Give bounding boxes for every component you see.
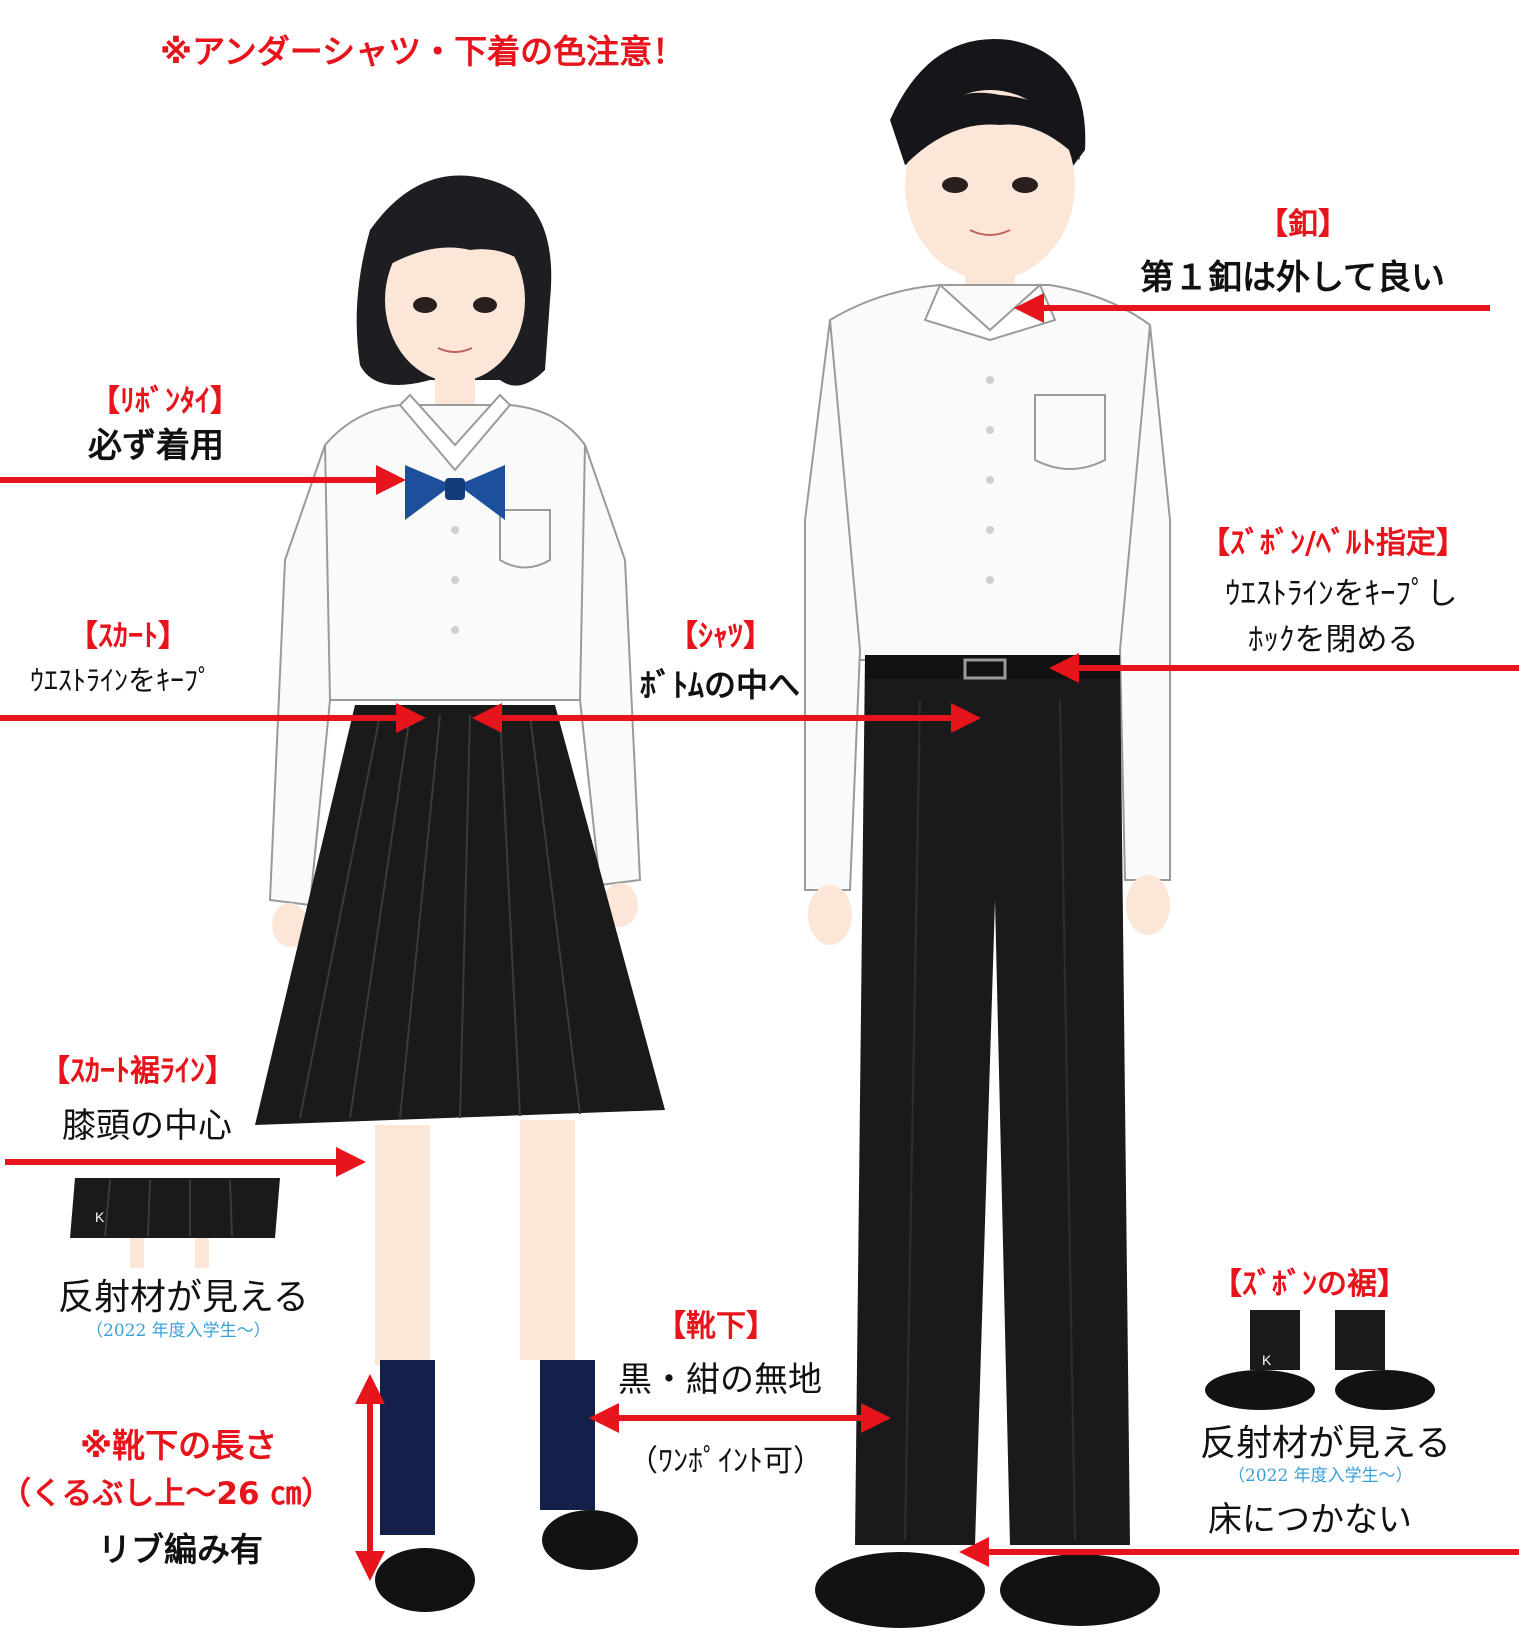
- svg-text:K: K: [1262, 1352, 1272, 1368]
- skirt-title: 【ｽｶｰﾄ】: [68, 619, 188, 654]
- trouser-hem-reflect: 反射材が見える: [1200, 1423, 1451, 1464]
- boy-figure: [804, 39, 1171, 1628]
- socks-title: 【靴下】: [656, 1309, 776, 1344]
- trousers-line1: ｳｴｽﾄﾗｲﾝをｷｰﾌﾟし: [1225, 576, 1458, 612]
- sock-length-title: ※靴下の長さ: [80, 1426, 278, 1465]
- underwear-warning: ※アンダーシャツ・下着の色注意！: [160, 32, 686, 71]
- trousers-title: 【ｽﾞﾎﾞﾝ/ﾍﾞﾙﾄ指定】: [1200, 526, 1466, 561]
- skirt-text: ｳｴｽﾄﾗｲﾝをｷｰﾌﾟ: [30, 664, 213, 697]
- sock-length-range: （くるぶし上～26 ㎝）: [0, 1476, 333, 1512]
- skirt-hem-title: 【ｽｶｰﾄ裾ﾗｲﾝ】: [40, 1054, 235, 1089]
- shirt-title: 【ｼｬﾂ】: [668, 619, 773, 654]
- girl-figure: [255, 175, 665, 1612]
- sock-length-text: リブ編み有: [98, 1530, 263, 1569]
- ribbon-title: 【ﾘﾎﾞﾝﾀｲ】: [90, 384, 240, 419]
- trousers-line2: ﾎｯｸを閉める: [1248, 622, 1419, 658]
- trouser-hem-note: （2022 年度入学生～）: [1228, 1466, 1413, 1486]
- skirt-hem-reflect: 反射材が見える: [58, 1277, 309, 1318]
- svg-text:K: K: [95, 1209, 105, 1225]
- trouser-hem-text: 床につかない: [1208, 1500, 1412, 1540]
- skirt-hem-note: （2022 年度入学生～）: [86, 1321, 271, 1341]
- button-title: 【釦】: [1258, 207, 1348, 242]
- shirt-text: ﾎﾞﾄﾑの中へ: [640, 666, 801, 704]
- skirt-hem-inset: K: [70, 1178, 280, 1268]
- trouser-hem-inset: K: [1205, 1310, 1435, 1410]
- socks-text: 黒・紺の無地: [618, 1360, 822, 1400]
- button-text: 第１釦は外して良い: [1140, 258, 1445, 298]
- ribbon-text: 必ず着用: [88, 426, 224, 466]
- skirt-hem-text: 膝頭の中心: [62, 1106, 232, 1146]
- callout-arrows: [0, 293, 1519, 1581]
- socks-note: （ﾜﾝﾎﾟｲﾝﾄ可）: [628, 1444, 823, 1479]
- trouser-hem-title: 【ｽﾞﾎﾞﾝの裾】: [1212, 1267, 1407, 1302]
